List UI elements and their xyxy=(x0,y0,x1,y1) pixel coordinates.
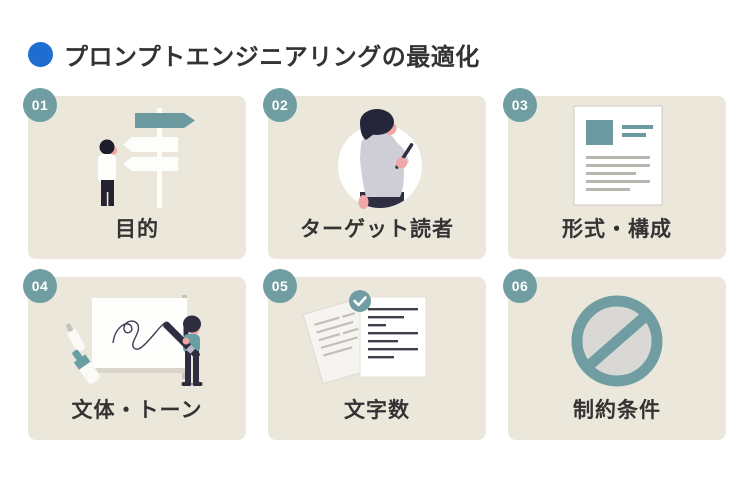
front-paper-icon xyxy=(359,296,427,378)
card-format-structure: 03 形式・構成 xyxy=(503,88,726,259)
card-label: 文字数 xyxy=(344,399,410,422)
card-number-badge: 06 xyxy=(503,269,537,303)
card-grid: 01 目的 02 xyxy=(23,88,726,440)
card-label: 目的 xyxy=(115,218,159,241)
document-layout-illustration xyxy=(573,105,663,206)
card-number-badge: 01 xyxy=(23,88,57,122)
signpost-white-arrow-icon xyxy=(123,157,178,171)
hand-icon xyxy=(396,157,407,169)
page-header: プロンプトエンジニアリングの最適化 xyxy=(28,37,480,72)
drawing-person-icon xyxy=(163,315,203,386)
standing-person-icon xyxy=(98,139,118,206)
hair-icon xyxy=(360,109,394,140)
card-label: 制約条件 xyxy=(573,399,661,422)
squiggle-line-icon xyxy=(112,320,167,350)
card-number-badge: 04 xyxy=(23,269,57,303)
paint-tube-icon xyxy=(65,323,85,352)
signpost-white-arrow-icon xyxy=(123,137,178,152)
papers-checkmark-illustration xyxy=(302,290,427,385)
checkmark-badge-icon xyxy=(349,290,371,312)
card-label: 文体・トーン xyxy=(71,399,203,422)
card-target-audience: 02 ターゲット読者 xyxy=(263,88,486,259)
giant-pen-icon xyxy=(163,321,200,359)
prohibition-sign-illustration xyxy=(571,295,663,387)
card-objective: 01 目的 xyxy=(23,88,246,259)
card-label: 形式・構成 xyxy=(562,218,672,241)
person-with-phone-illustration xyxy=(338,109,422,209)
document-icon xyxy=(573,105,663,206)
card-number-badge: 05 xyxy=(263,269,297,303)
signpost-teal-arrow-icon xyxy=(135,113,195,128)
hand-icon xyxy=(358,195,369,209)
card-character-count: 05 xyxy=(263,269,486,440)
signpost-person-illustration xyxy=(98,108,195,208)
page-title: プロンプトエンジニアリングの最適化 xyxy=(64,44,480,71)
card-style-tone: 04 xyxy=(23,269,246,440)
whiteboard-ledge-icon xyxy=(90,368,190,373)
blue-dot-icon xyxy=(28,42,53,67)
card-label: ターゲット読者 xyxy=(300,218,454,241)
card-constraints: 06 制約条件 xyxy=(503,269,726,440)
no-sign-icon xyxy=(571,295,663,387)
card-number-badge: 02 xyxy=(263,88,297,122)
paint-tube-icon xyxy=(72,349,100,384)
card-number-badge: 03 xyxy=(503,88,537,122)
whiteboard-drawing-illustration xyxy=(65,295,203,386)
